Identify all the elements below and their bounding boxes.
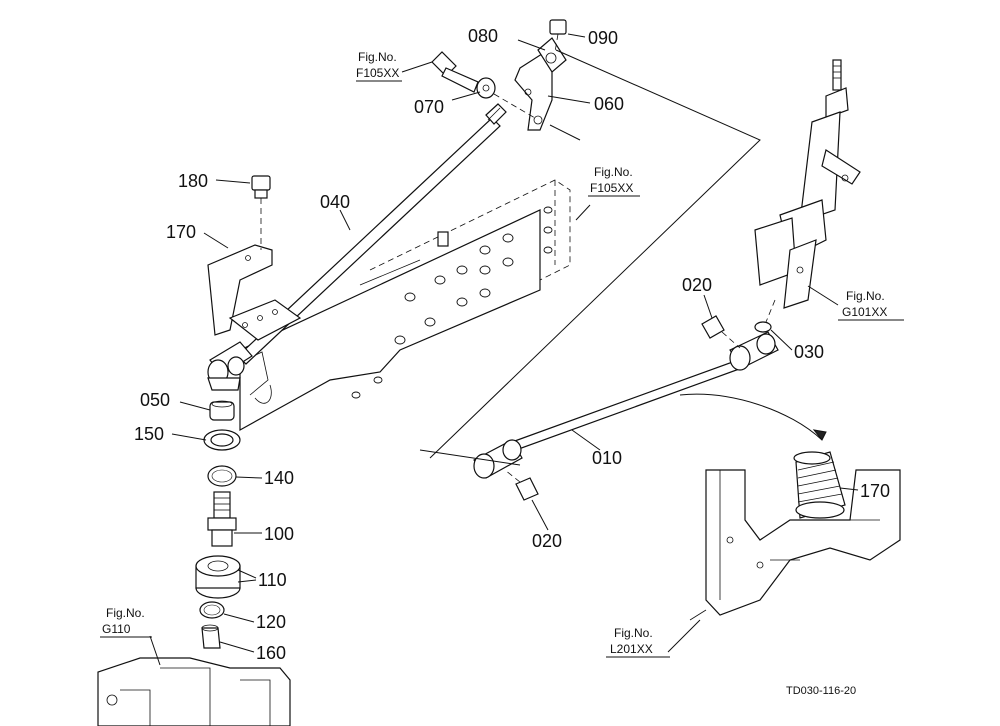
housing-g110 (97, 657, 291, 726)
callout-020-upper: 020 (682, 275, 712, 295)
chassis-frame (239, 179, 571, 432)
bolt-180 (251, 175, 271, 250)
callout-120: 120 (256, 612, 286, 632)
callout-150: 160 (256, 643, 286, 663)
bolt-020-lower (504, 469, 539, 501)
steering-shaft-010 (511, 359, 743, 451)
callout-080: 080 (468, 26, 498, 46)
callout-030: 030 (794, 342, 824, 362)
callout-070: 070 (414, 97, 444, 117)
direction-arrow (679, 393, 827, 441)
fig-ref-code: L201XX (610, 642, 653, 656)
universal-joint-upper (729, 331, 779, 371)
callout-140: 150 (134, 424, 164, 444)
callout-040: 040 (320, 192, 350, 212)
leader-lines (149, 33, 859, 666)
steering-column-g101 (754, 59, 861, 323)
fig-ref-label: Fig.No. (614, 626, 653, 640)
shaft-100 (207, 491, 237, 547)
callout-labels: 080 090 070 060 040 180 170 050 150 140 … (134, 26, 890, 663)
fig-ref-label: Fig.No. (846, 289, 885, 303)
washer-030 (754, 321, 772, 333)
snap-ring-130 (207, 465, 237, 487)
bearing-110 (195, 555, 241, 599)
bracket-170 (207, 244, 302, 341)
fig-ref-label: Fig.No. (106, 606, 145, 620)
group-bracket-lines (419, 49, 761, 466)
callout-060: 060 (594, 94, 624, 114)
fig-ref-code: G101XX (842, 305, 887, 319)
fig-ref-label: Fig.No. (358, 50, 397, 64)
callout-160: 170 (860, 481, 890, 501)
fig-ref-code: F105XX (590, 181, 633, 195)
plate-080 (537, 37, 567, 73)
callout-090: 090 (588, 28, 618, 48)
frame-l201 (689, 469, 901, 621)
snap-ring-120 (199, 601, 225, 619)
callout-020-lower: 020 (532, 531, 562, 551)
washer-140 (203, 429, 241, 451)
figure-references: Fig.No. F105XX Fig.No. F105XX Fig.No. G1… (100, 50, 904, 658)
callout-110: 110 (258, 570, 287, 590)
callout-170: 170 (166, 222, 196, 242)
collar-050 (209, 400, 235, 421)
bolt-090 (549, 19, 567, 53)
bolt-and-washer-070 (431, 51, 536, 119)
fig-ref-code: F105XX (356, 66, 399, 80)
fig-ref-code: G110 (102, 622, 131, 636)
boot-160 (793, 451, 846, 519)
pin-150 (201, 624, 221, 649)
drawing-code: TD030-116-20 (786, 685, 856, 697)
callout-100: 100 (264, 524, 294, 544)
callout-050: 050 (140, 390, 170, 410)
bolt-020-upper (701, 315, 741, 349)
fig-ref-label: Fig.No. (594, 165, 633, 179)
callout-180: 180 (178, 171, 208, 191)
callout-130: 140 (264, 468, 294, 488)
universal-joint-lower (207, 341, 253, 391)
callout-010: 010 (592, 448, 622, 468)
